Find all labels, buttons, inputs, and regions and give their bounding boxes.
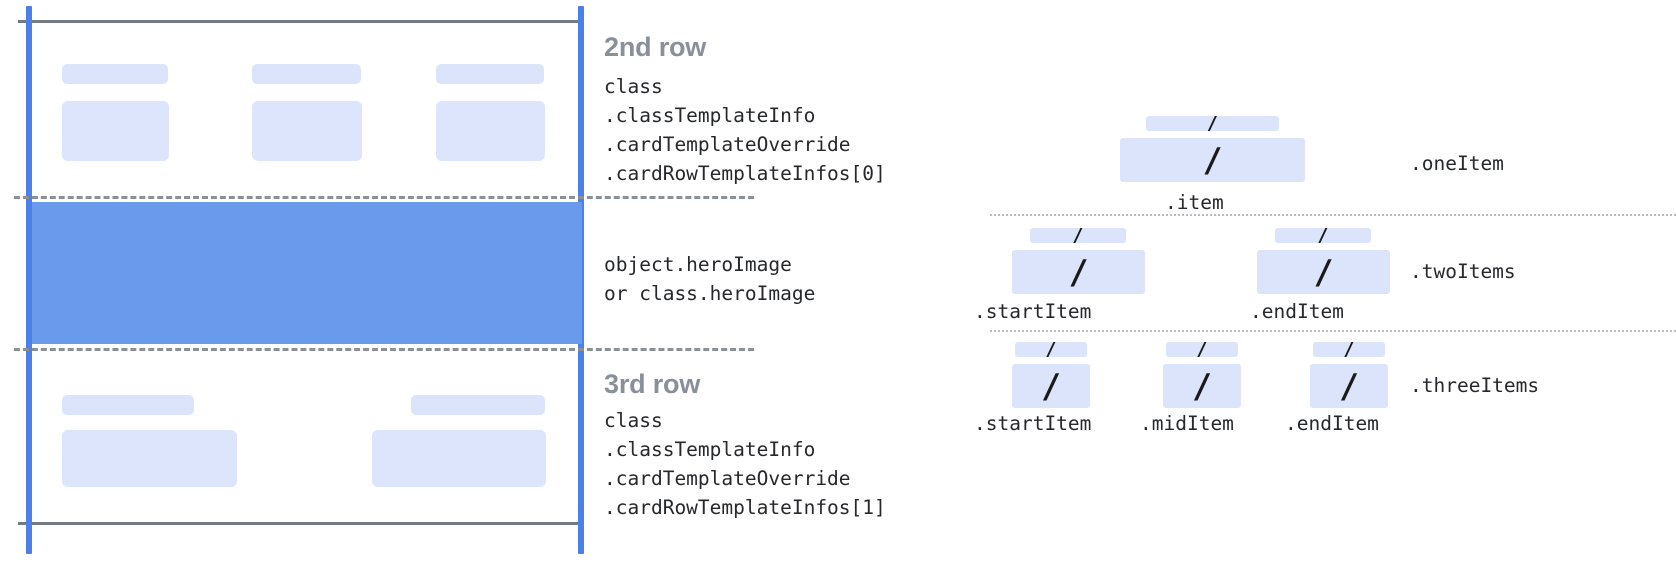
item-layout-right-diagram: / / .item .oneItem / / .startItem / /	[960, 0, 1676, 584]
three-items-mid-item-main-bar: /	[1163, 364, 1241, 408]
slash-icon: /	[1339, 366, 1359, 406]
group-label-three-items: .threeItems	[1410, 374, 1540, 397]
slash-icon: /	[1313, 252, 1334, 292]
group-separator-1	[990, 214, 1676, 216]
hero-row-code-path: object.heroImage or class.heroImage	[604, 250, 815, 308]
third-row-title: 3rd row	[604, 369, 701, 399]
slash-icon: /	[1196, 342, 1208, 357]
third-row-code-line-0: class	[604, 409, 663, 432]
third-row-code-path: class .classTemplateInfo .cardTemplateOv…	[604, 406, 886, 522]
three-items-mid-item: / /	[1163, 342, 1241, 408]
three-items-mid-item-top-bar: /	[1166, 342, 1238, 357]
three-items-start-item: / /	[1012, 342, 1090, 408]
second-row-item-1-value-placeholder	[252, 101, 362, 161]
third-row-code-line-2: .cardTemplateOverride	[604, 467, 851, 490]
third-row-item-0-label-placeholder	[62, 395, 194, 415]
hero-row-divider	[14, 348, 754, 351]
card-bottom-border	[18, 522, 584, 525]
second-row-title: 2nd row	[604, 32, 707, 62]
slash-icon: /	[1041, 366, 1061, 406]
hero-image-band	[32, 202, 582, 344]
second-row-divider	[14, 196, 754, 199]
second-row-item-2-label-placeholder	[436, 64, 544, 84]
third-row-item-0-value-placeholder	[62, 430, 237, 487]
slash-icon: /	[1206, 116, 1219, 131]
two-items-start-item-main-bar: /	[1012, 250, 1145, 294]
two-items-start-item-top-bar: /	[1030, 228, 1126, 243]
second-row-code-line-1: .classTemplateInfo	[604, 104, 816, 127]
one-item-sub-label: .item	[1165, 191, 1224, 214]
group-label-one-item: .oneItem	[1410, 152, 1504, 175]
three-items-end-item-label: .endItem	[1285, 412, 1379, 435]
two-items-start-item-label: .startItem	[974, 300, 1092, 323]
second-row-item-0-value-placeholder	[62, 101, 169, 161]
three-items-start-item-top-bar: /	[1015, 342, 1087, 357]
second-row-code-line-0: class	[604, 75, 663, 98]
one-item-item: / /	[1120, 116, 1305, 182]
second-row-code-line-2: .cardTemplateOverride	[604, 133, 851, 156]
two-items-end-item-top-bar: /	[1275, 228, 1371, 243]
slash-icon: /	[1068, 252, 1089, 292]
two-items-start-item: / /	[1012, 228, 1145, 294]
slash-icon: /	[1192, 366, 1212, 406]
three-items-mid-item-label: .midItem	[1140, 412, 1234, 435]
third-row-code-line-1: .classTemplateInfo	[604, 438, 816, 461]
one-item-item-main-bar: /	[1120, 138, 1305, 182]
third-row-item-1-value-placeholder	[372, 430, 546, 487]
second-row-code-line-3: .cardRowTemplateInfos[0]	[604, 162, 886, 185]
group-label-two-items: .twoItems	[1410, 260, 1516, 283]
three-items-end-item: / /	[1310, 342, 1388, 408]
card-left-guide-line	[26, 6, 32, 554]
hero-row-code-line-1: or class.heroImage	[604, 282, 816, 305]
second-row-item-0-label-placeholder	[62, 64, 168, 84]
three-items-start-item-main-bar: /	[1012, 364, 1090, 408]
slash-icon: /	[1317, 228, 1329, 243]
card-top-border	[18, 20, 584, 23]
three-items-end-item-top-bar: /	[1313, 342, 1385, 357]
hero-row-code-line-0: object.heroImage	[604, 253, 792, 276]
slash-icon: /	[1072, 228, 1084, 243]
slash-icon: /	[1045, 342, 1057, 357]
group-separator-2	[990, 330, 1676, 332]
three-items-start-item-label: .startItem	[974, 412, 1092, 435]
two-items-end-item-label: .endItem	[1250, 300, 1344, 323]
third-row-code-line-3: .cardRowTemplateInfos[1]	[604, 496, 886, 519]
second-row-item-2-value-placeholder	[436, 101, 545, 161]
two-items-end-item-main-bar: /	[1257, 250, 1390, 294]
one-item-item-top-bar: /	[1146, 116, 1279, 131]
three-items-end-item-main-bar: /	[1310, 364, 1388, 408]
third-row-item-1-label-placeholder	[411, 395, 545, 415]
slash-icon: /	[1343, 342, 1355, 357]
second-row-code-path: class .classTemplateInfo .cardTemplateOv…	[604, 72, 886, 188]
two-items-end-item: / /	[1257, 228, 1390, 294]
second-row-item-1-label-placeholder	[252, 64, 361, 84]
card-template-left-diagram	[0, 0, 754, 584]
slash-icon: /	[1202, 140, 1223, 180]
